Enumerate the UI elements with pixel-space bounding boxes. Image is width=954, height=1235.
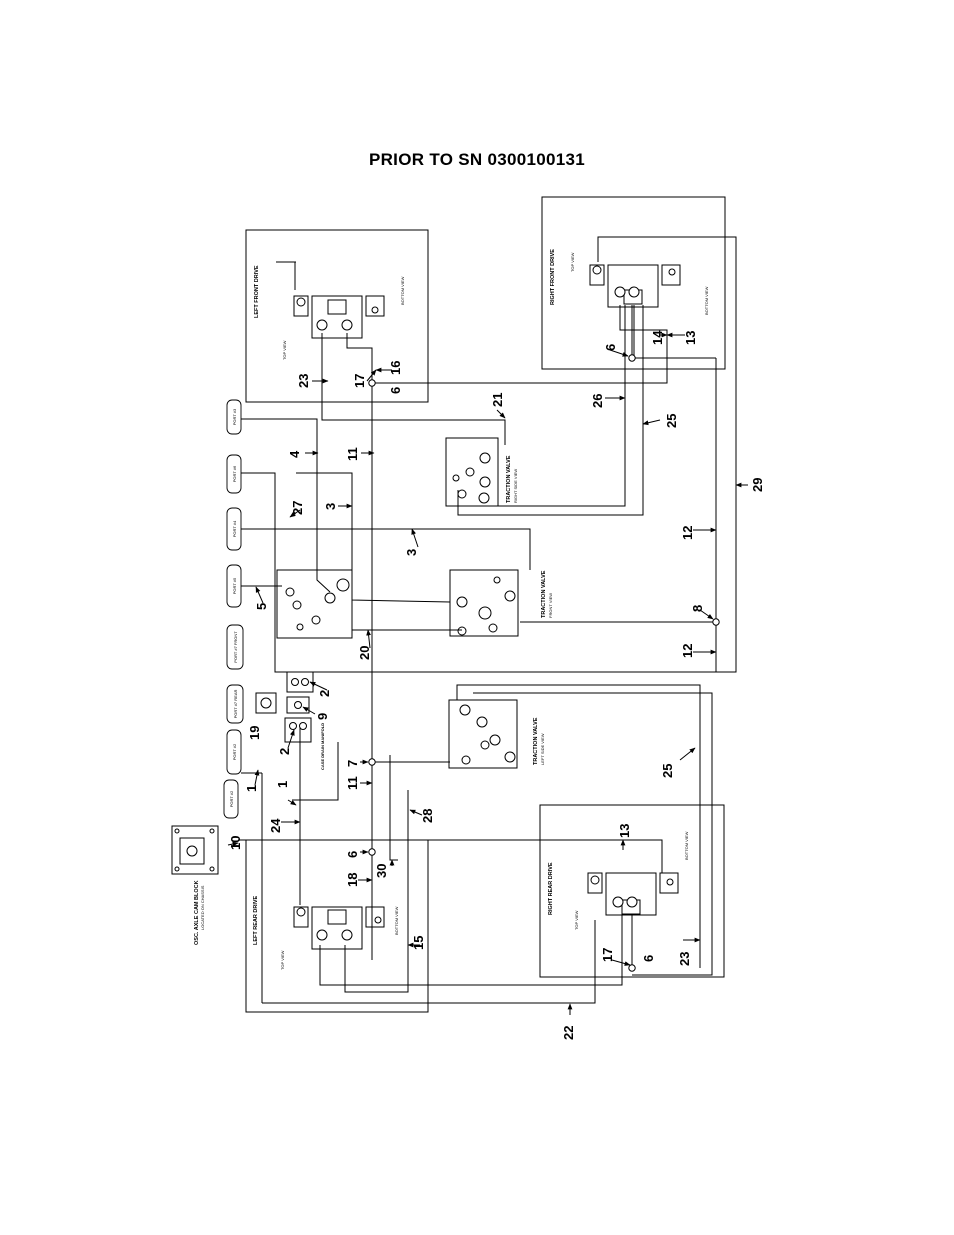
bottom-view-label: BOTTOM VIEW (394, 906, 399, 935)
right-front-drive-motor (589, 264, 681, 308)
callout-6: 6 (641, 955, 656, 962)
callout-16: 16 (388, 361, 403, 375)
bottom-view-label: BOTTOM VIEW (400, 276, 405, 305)
left-front-drive-frame (245, 229, 429, 403)
top-view-label: TOP VIEW (282, 340, 287, 360)
callout-6: 6 (388, 387, 403, 394)
bottom-view-label: BOTTOM VIEW (684, 831, 689, 860)
right-rear-drive-label: RIGHT REAR DRIVE (548, 862, 554, 915)
callout-30: 30 (374, 864, 389, 878)
brake-manifold (276, 569, 353, 639)
callout-numbers: 23 17 6 16 21 4 11 27 3 3 5 20 2 9 19 2 … (228, 330, 765, 1040)
port-box: PORT #6 (226, 454, 242, 494)
callout-9: 9 (315, 713, 330, 720)
callout-25: 25 (660, 764, 675, 778)
right-front-drive-frame (541, 196, 726, 370)
hose-lines (238, 236, 737, 1004)
svg-text:PORT #2: PORT #2 (232, 743, 237, 760)
svg-text:PORT #7 REAR: PORT #7 REAR (233, 690, 238, 719)
callout-21: 21 (490, 393, 505, 407)
traction-valve-left-sublabel: LEFT SIDE VIEW (540, 733, 545, 765)
callout-6: 6 (345, 851, 360, 858)
callout-28: 28 (420, 809, 435, 823)
traction-valve-right-label: TRACTION VALVE (506, 455, 512, 503)
callout-13: 13 (683, 331, 698, 345)
callout-5: 5 (254, 603, 269, 610)
callout-14: 14 (650, 330, 665, 345)
port-box: PORT #5 (226, 564, 242, 608)
left-rear-drive-label: LEFT REAR DRIVE (253, 895, 259, 945)
callout-3: 3 (323, 503, 338, 510)
callout-25: 25 (664, 414, 679, 428)
bottom-view-label: BOTTOM VIEW (704, 286, 709, 315)
left-rear-drive-motor (293, 906, 385, 950)
callout-22: 22 (561, 1026, 576, 1040)
right-front-drive-label: RIGHT FRONT DRIVE (550, 249, 556, 305)
callout-24: 24 (268, 818, 283, 833)
port-box: PORT #3 (226, 399, 242, 435)
callout-26: 26 (590, 394, 605, 408)
page-title: PRIOR TO SN 0300100131 (368, 150, 586, 169)
callout-27: 27 (290, 501, 305, 515)
top-view-label: TOP VIEW (574, 910, 579, 930)
callout-12: 12 (680, 644, 695, 658)
callout-1: 1 (275, 781, 290, 788)
callout-11: 11 (345, 776, 360, 790)
callout-leaders (227, 332, 748, 1015)
callout-19: 19 (247, 726, 262, 740)
traction-valve-left-side (448, 699, 518, 769)
callout-11: 11 (345, 447, 360, 461)
callout-2: 2 (277, 748, 292, 755)
traction-valve-front (449, 569, 519, 637)
svg-text:PORT #2: PORT #2 (229, 790, 234, 807)
svg-text:PORT #5: PORT #5 (232, 577, 237, 594)
top-view-label: TOP VIEW (570, 252, 575, 272)
callout-12: 12 (680, 526, 695, 540)
port-box: PORT #7 REAR (226, 684, 244, 724)
osc-axle-sublabel: LOCATED ON CHASSIS (200, 885, 205, 930)
junction-dots (368, 354, 720, 972)
port-box: PORT #2 (226, 729, 242, 775)
port-box: PORT #4 (226, 507, 242, 551)
right-rear-drive-frame (539, 804, 725, 978)
left-rear-drive-frame (245, 839, 429, 1013)
callout-10: 10 (228, 836, 243, 850)
osc-axle-cam-block (171, 825, 219, 875)
callout-15: 15 (411, 936, 426, 950)
svg-text:PORT #6: PORT #6 (232, 465, 237, 482)
port-box: PORT #7 FRONT (226, 624, 244, 670)
callout-20: 20 (357, 646, 372, 660)
callout-3: 3 (404, 549, 419, 556)
callout-6: 6 (603, 344, 618, 351)
callout-17: 17 (352, 374, 367, 388)
callout-23: 23 (677, 952, 692, 966)
left-front-drive-motor (293, 295, 385, 339)
callout-17: 17 (600, 948, 615, 962)
svg-text:PORT #4: PORT #4 (232, 520, 237, 537)
left-front-drive-label: LEFT FRONT DRIVE (254, 265, 260, 318)
traction-valve-front-label: TRACTION VALVE (541, 570, 547, 618)
traction-valve-front-sublabel: FRONT VIEW (548, 593, 553, 618)
traction-valve-right-side (445, 437, 499, 507)
callout-13: 13 (617, 824, 632, 838)
callout-4: 4 (287, 450, 302, 458)
osc-axle-label: OSC. AXLE CAM BLOCK (194, 880, 200, 945)
svg-text:PORT #7 FRONT: PORT #7 FRONT (233, 631, 238, 663)
port-box: PORT #2 (223, 779, 239, 819)
case-drain-manifold-label: CASE DRAIN MANIFOLD (320, 723, 325, 770)
callout-29: 29 (750, 478, 765, 492)
callout-23: 23 (296, 374, 311, 388)
callout-7: 7 (345, 760, 360, 767)
top-view-label: TOP VIEW (280, 950, 285, 970)
traction-valve-right-sublabel: RIGHT SIDE VIEW (513, 469, 518, 503)
case-drain-manifold (255, 671, 314, 743)
callout-8: 8 (690, 605, 705, 612)
svg-text:PORT #3: PORT #3 (232, 408, 237, 425)
right-rear-drive-motor (587, 872, 679, 916)
callout-2: 2 (317, 690, 332, 697)
callout-1: 1 (244, 785, 259, 792)
callout-18: 18 (345, 873, 360, 887)
traction-valve-left-label: TRACTION VALVE (533, 717, 539, 765)
